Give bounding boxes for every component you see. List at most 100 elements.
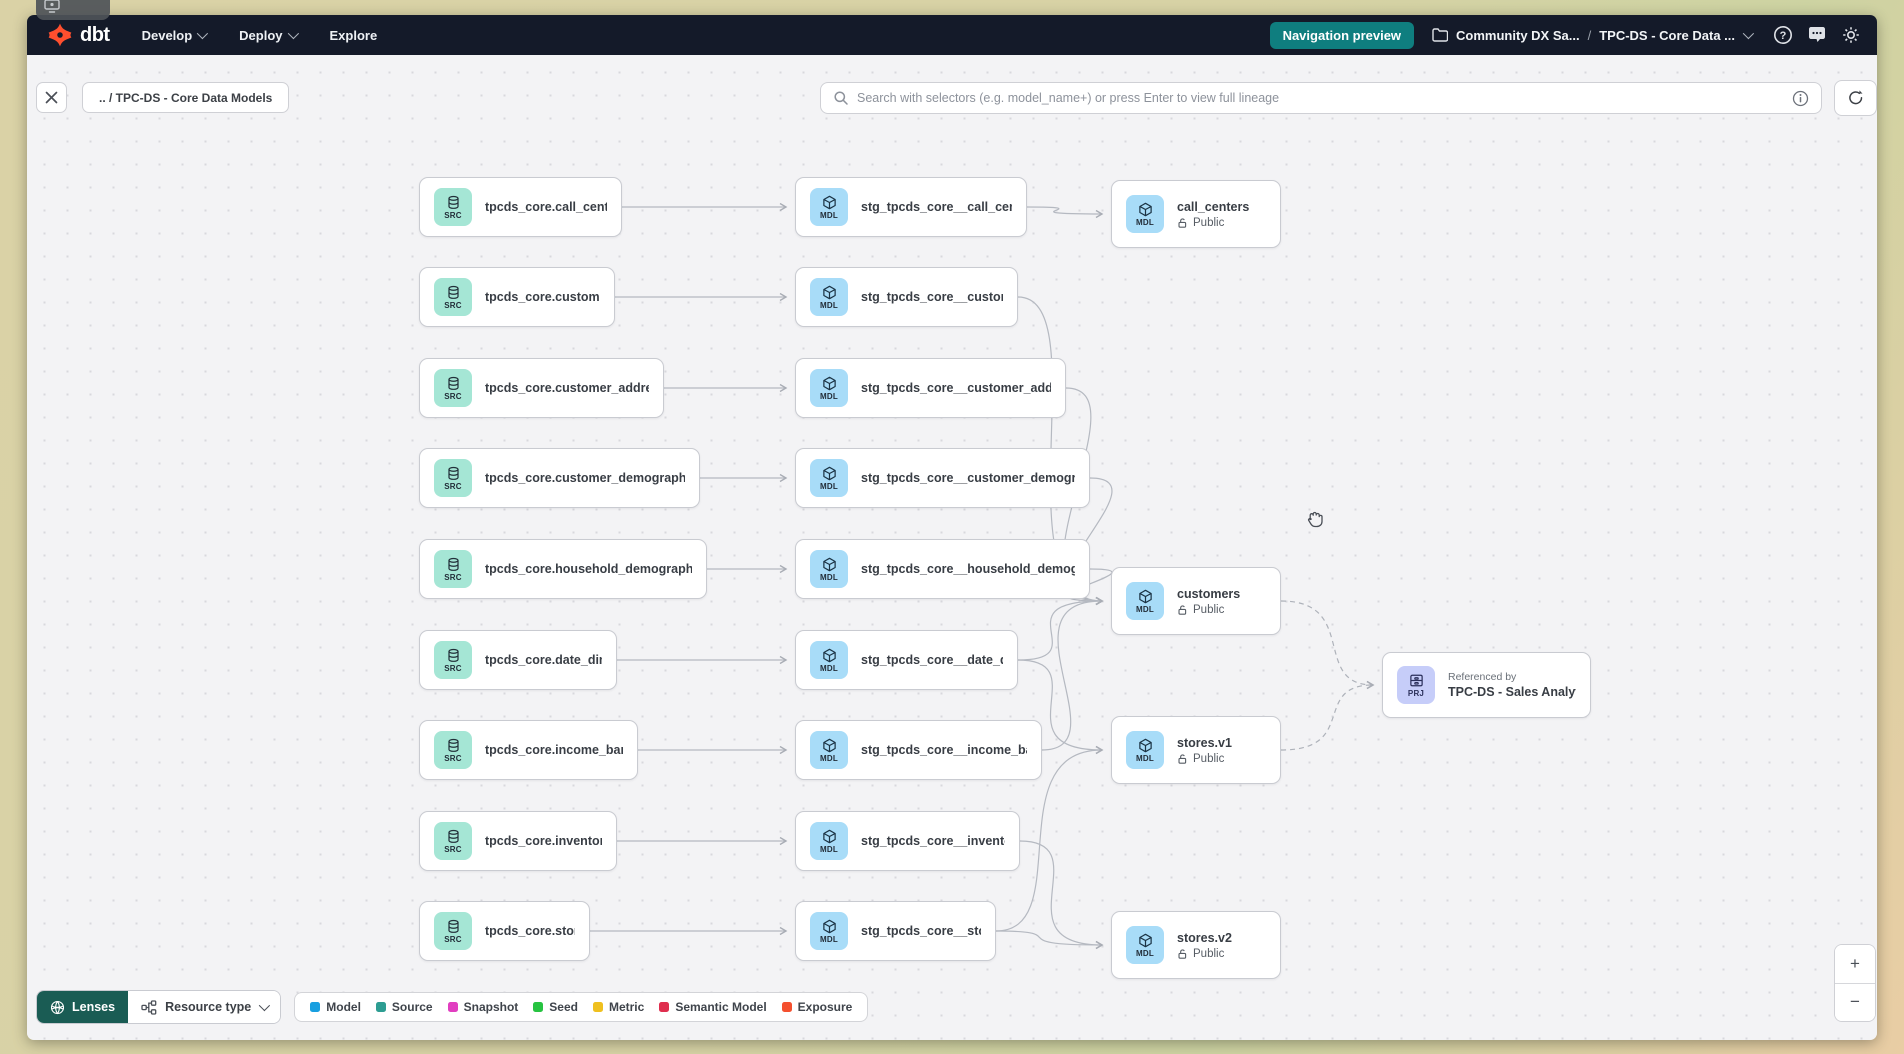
screen-capture-indicator [36,0,110,20]
lineage-breadcrumb[interactable]: .. / TPC-DS - Core Data Models [82,82,290,113]
nav-explore[interactable]: Explore [329,27,378,43]
feedback-icon[interactable] [1807,25,1827,45]
svg-text:?: ? [1780,30,1787,42]
node-label: tpcds_core.household_demographics [485,562,692,576]
topbar-icons: ? [1773,25,1861,45]
node-label: tpcds_core.store [485,924,575,938]
node-s7-source[interactable]: SRC tpcds_core.income_band [419,720,638,780]
model-cube-icon [1138,933,1152,947]
close-lineage-button[interactable] [36,82,67,113]
node-type-icon: PRJ [1397,666,1435,704]
legend-item-metric: Metric [592,1000,644,1014]
database-icon [447,919,459,933]
node-label: stg_tpcds_core__customer_address [861,381,1051,395]
model-cube-icon [1138,589,1152,603]
search-input[interactable] [857,91,1784,105]
database-icon [447,648,459,662]
model-cube-icon [822,648,836,662]
resource-type-dropdown[interactable]: Resource type [128,991,281,1023]
node-type-icon: SRC [434,731,472,769]
dbt-logo-text: dbt [80,23,110,46]
node-access-badge: Public [1177,753,1232,765]
legend-item-exposure: Exposure [781,1000,852,1014]
model-cube-icon [1138,202,1152,216]
node-type-icon: MDL [1126,195,1164,233]
node-type-icon: MDL [810,912,848,950]
chevron-down-icon [196,27,209,40]
node-type-icon: SRC [434,641,472,679]
node-s2-source[interactable]: SRC tpcds_core.customer [419,267,615,327]
legend-color-swatch [375,1002,386,1012]
public-unlocked-icon [1178,753,1187,764]
zoom-out-button[interactable]: − [1835,983,1875,1021]
lenses-button[interactable]: Lenses [37,991,129,1023]
lens-group: Lenses Resource type [36,990,282,1024]
model-cube-icon [1138,738,1152,752]
node-type-icon: MDL [1126,731,1164,769]
node-type-icon: MDL [810,278,848,316]
help-icon[interactable]: ? [1773,25,1793,45]
node-label: tpcds_core.customer_address [485,381,649,395]
model-cube-icon [822,829,836,843]
model-cube-icon [822,738,836,752]
zoom-controls: + − [1834,944,1876,1022]
database-icon [447,195,459,209]
dbt-logo[interactable]: dbt [47,22,110,48]
node-label: tpcds_core.customer [485,290,600,304]
breadcrumb-project[interactable]: Community DX Sa... [1456,27,1580,43]
node-label: stg_tpcds_core__call_center [861,200,1012,214]
edge-p3-prj [1280,680,1375,751]
legend-item-seed: Seed [533,1000,578,1014]
node-label: customers [1177,586,1241,601]
node-type-icon: MDL [810,188,848,226]
node-type-icon: SRC [434,278,472,316]
legend-item-source: Source [375,1000,433,1014]
legend-color-swatch [659,1002,670,1012]
project-archive-icon [1409,674,1423,686]
lineage-search-bar [820,82,1822,114]
main-nav: Develop Deploy Explore [142,28,378,43]
zoom-in-button[interactable]: + [1835,945,1875,984]
dbt-cloud-window: dbt Develop Deploy Explore Navigation pr… [27,15,1877,1040]
node-access-badge: Public [1177,604,1240,616]
nav-deploy[interactable]: Deploy [239,28,299,43]
nav-develop[interactable]: Develop [142,27,209,43]
refresh-lineage-button[interactable] [1834,80,1877,116]
dbt-logo-icon [48,23,72,47]
node-m1-model[interactable]: MDL stg_tpcds_core__call_center [795,177,1027,237]
node-type-icon: SRC [434,188,472,226]
breadcrumb-page[interactable]: TPC-DS - Core Data ... [1599,27,1735,43]
node-type-icon: MDL [810,550,848,588]
chevron-down-icon[interactable] [1742,27,1755,40]
edge-m6-p3 [1017,659,1104,755]
edge-m9-p3 [995,745,1104,932]
edge-m6-p2 [1017,596,1104,661]
settings-gear-icon[interactable] [1841,25,1861,45]
info-icon[interactable] [1792,90,1809,107]
node-label: tpcds_core.income_band [485,743,623,757]
node-type-icon: MDL [810,731,848,769]
navigation-preview-button[interactable]: Navigation preview [1269,21,1415,49]
